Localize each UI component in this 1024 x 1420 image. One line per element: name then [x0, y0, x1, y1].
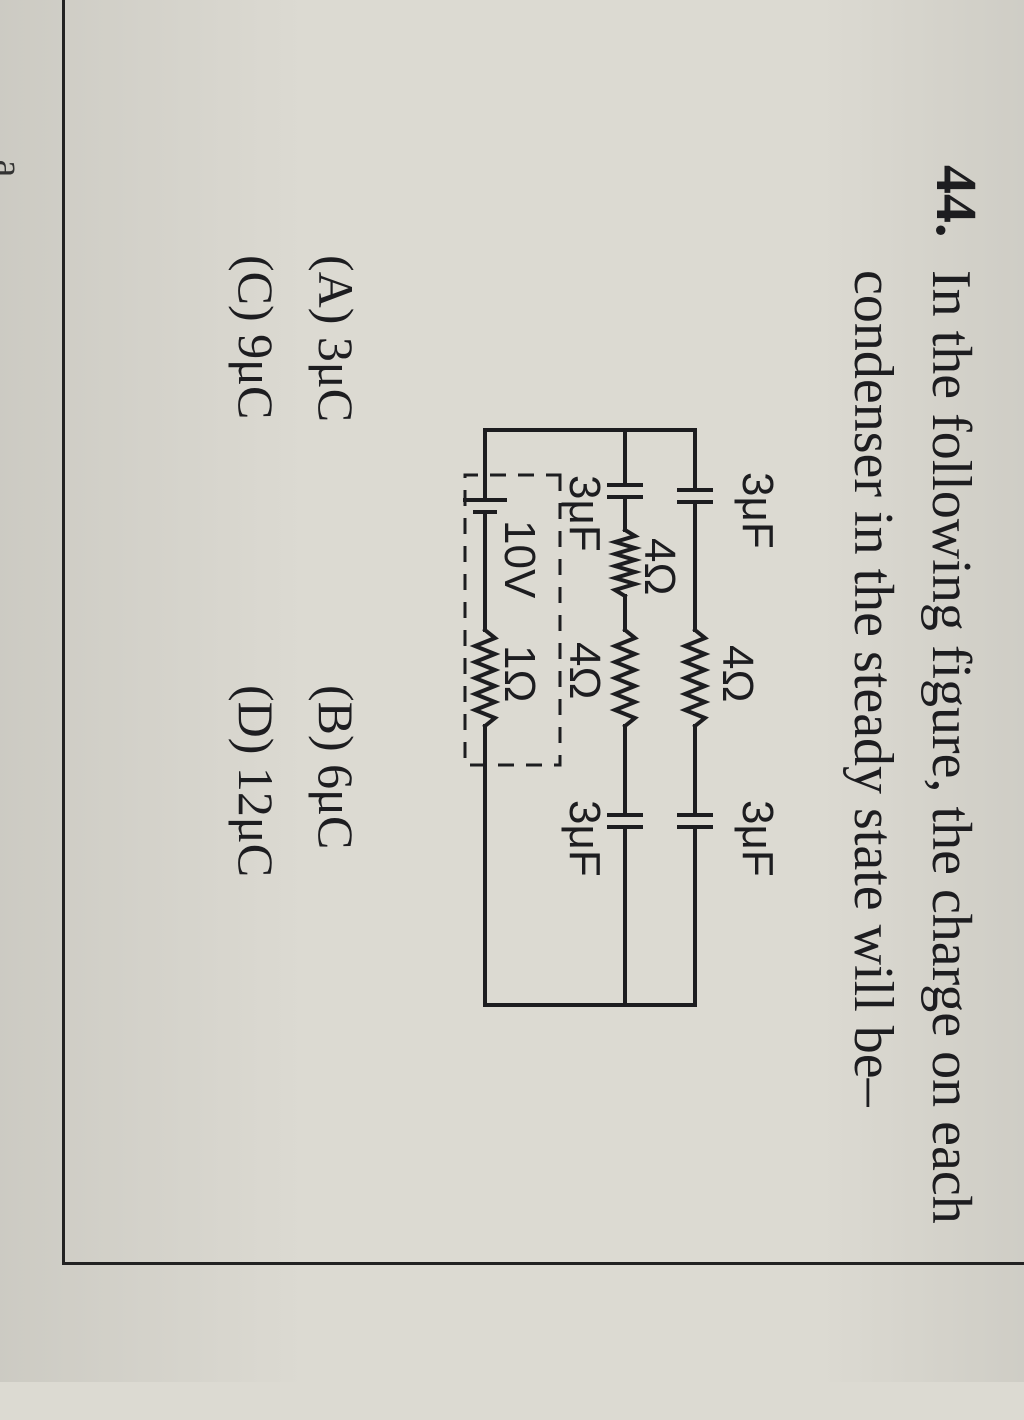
option-a: (A) 3μC	[308, 255, 364, 423]
question-text-line-1: In the following figure, the charge on e…	[920, 270, 982, 1224]
question-text: In the following figure, the charge on e…	[834, 270, 990, 1400]
label-middle-right-capacitor: 3μF	[560, 800, 609, 877]
page-border-horizontal	[62, 1262, 1024, 1265]
lighting-shade	[0, 0, 1024, 1382]
label-top-right-capacitor: 3μF	[733, 800, 782, 877]
option-c: (C) 9μC	[228, 255, 284, 420]
question-number: 44.	[924, 165, 989, 238]
question-page: 44. In the following figure, the charge …	[90, 120, 990, 1420]
circuit-diagram: 3μF 4Ω 3μF 3μF 4Ω 4Ω 3μF 10V 1Ω	[463, 428, 782, 1007]
option-d: (D) 12μC	[228, 685, 284, 878]
label-internal-resistance: 1Ω	[495, 645, 544, 702]
page-edge-mark: a	[0, 160, 32, 178]
internal-resistor	[469, 627, 501, 729]
question-text-line-2: condenser in the steady state will be–	[842, 270, 904, 1107]
page-border-vertical	[62, 0, 65, 1265]
middle-resistor-b	[609, 627, 641, 729]
label-battery: 10V	[495, 520, 544, 599]
top-resistor	[679, 627, 711, 729]
label-top-resistor: 4Ω	[713, 645, 762, 702]
option-b: (B) 6μC	[308, 685, 364, 850]
label-middle-resistor-a: 4Ω	[635, 538, 684, 595]
label-middle-left-capacitor: 3μF	[560, 475, 609, 552]
middle-resistor-a	[608, 527, 642, 599]
label-middle-resistor-b: 4Ω	[560, 642, 609, 699]
label-top-left-capacitor: 3μF	[733, 472, 782, 549]
battery-dashed-box	[463, 473, 562, 767]
